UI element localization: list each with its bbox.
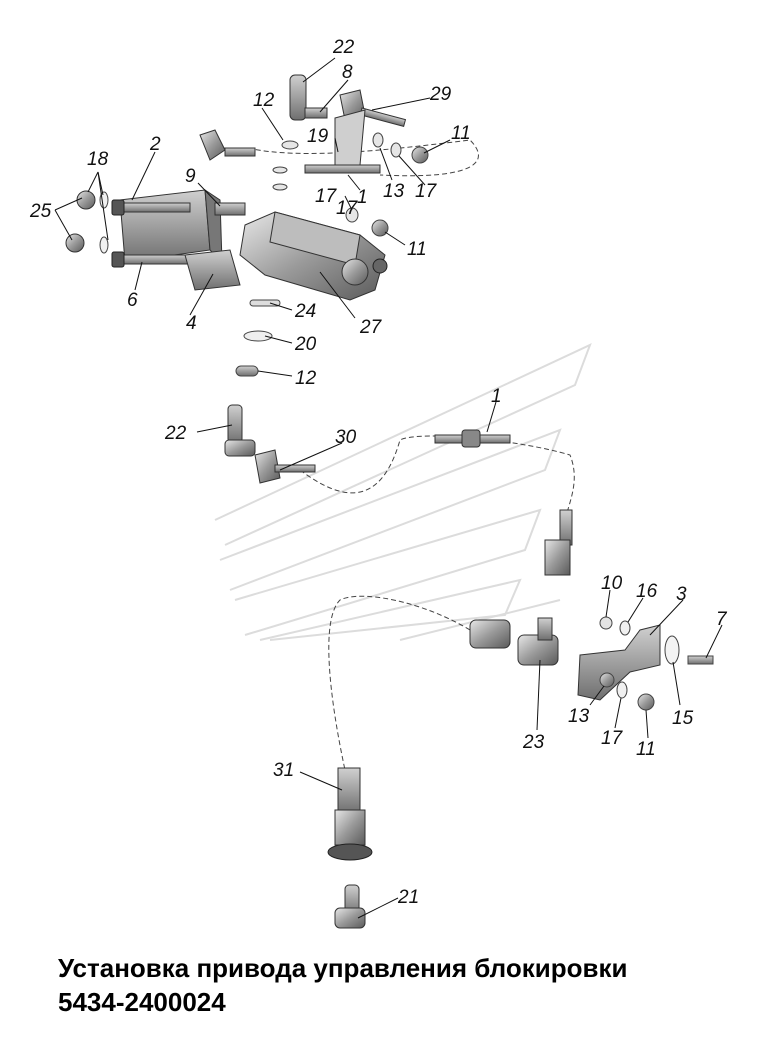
bolt-2 xyxy=(111,199,191,216)
valve-27 xyxy=(239,211,388,301)
bracket-3 xyxy=(577,624,661,701)
callout-30: 30 xyxy=(335,427,357,448)
bracket-19 xyxy=(334,109,366,166)
callout-31: 31 xyxy=(273,760,294,781)
callout-24: 24 xyxy=(294,301,316,322)
callout-2: 2 xyxy=(149,134,161,155)
callout-11-mid: 11 xyxy=(407,239,427,260)
fitting-21 xyxy=(334,884,366,929)
hose-lines xyxy=(247,139,575,771)
callout-29: 29 xyxy=(429,84,452,105)
bracket-2 xyxy=(119,189,223,264)
callout-25: 25 xyxy=(29,201,52,222)
callout-8: 8 xyxy=(342,62,353,83)
callout-7: 7 xyxy=(716,609,728,630)
callout-27: 27 xyxy=(359,317,383,338)
bolt-8 xyxy=(304,107,328,119)
callout-10: 10 xyxy=(601,573,623,594)
diagram-part-number: 5434-2400024 xyxy=(58,987,226,1017)
fitting-23 xyxy=(469,617,559,666)
pin-24 xyxy=(249,299,281,307)
callout-11-low: 11 xyxy=(636,739,656,760)
callout-9: 9 xyxy=(185,166,196,187)
callout-6: 6 xyxy=(127,290,138,311)
callout-1-mid: 1 xyxy=(491,386,502,407)
callout-labels: 22 8 12 29 2 19 11 18 9 13 17 1 17 25 17… xyxy=(29,37,728,908)
callout-23: 23 xyxy=(522,732,545,753)
callout-3: 3 xyxy=(676,584,687,605)
callout-21: 21 xyxy=(397,887,419,908)
small-parts-top xyxy=(272,132,429,237)
leader-lines xyxy=(54,57,723,919)
bolt-9 xyxy=(214,202,246,216)
sleeve-12 xyxy=(235,365,259,377)
callout-17-left: 17 xyxy=(315,186,338,207)
vertical-fitting xyxy=(544,509,573,576)
callout-15: 15 xyxy=(672,708,694,729)
callout-12-mid: 12 xyxy=(295,368,317,389)
callout-4: 4 xyxy=(186,313,197,334)
fitting-22-top xyxy=(289,74,307,121)
callout-13-top: 13 xyxy=(383,181,405,202)
nipple-1-top xyxy=(304,164,381,174)
callout-19: 19 xyxy=(307,126,329,147)
fitting-22-mid xyxy=(224,404,256,457)
callout-12-top: 12 xyxy=(253,90,275,111)
callout-17-top: 17 xyxy=(415,181,438,202)
nipple-1-mid xyxy=(434,429,511,448)
fitting-31 xyxy=(327,767,373,861)
fitting-30 xyxy=(254,449,316,484)
callout-17-mid: 17 xyxy=(336,198,359,219)
washers-18 xyxy=(99,191,109,254)
callout-22-mid: 22 xyxy=(164,423,187,444)
valve-fitting-top xyxy=(199,129,256,161)
callout-22-top: 22 xyxy=(332,37,355,58)
ring-20 xyxy=(243,330,273,342)
watermark-stripes xyxy=(214,343,592,641)
callout-1-top: 1 xyxy=(357,187,368,208)
callout-16: 16 xyxy=(636,581,658,602)
diagram-title: Установка привода управления блокировки xyxy=(58,953,628,983)
callout-20: 20 xyxy=(294,334,317,355)
callout-13-low: 13 xyxy=(568,706,590,727)
bracket-4 xyxy=(184,249,241,291)
nuts-25 xyxy=(65,190,96,253)
callout-18: 18 xyxy=(87,149,109,170)
callout-11-top: 11 xyxy=(451,123,471,144)
bolt-6 xyxy=(111,251,191,268)
callout-17-low: 17 xyxy=(601,728,624,749)
